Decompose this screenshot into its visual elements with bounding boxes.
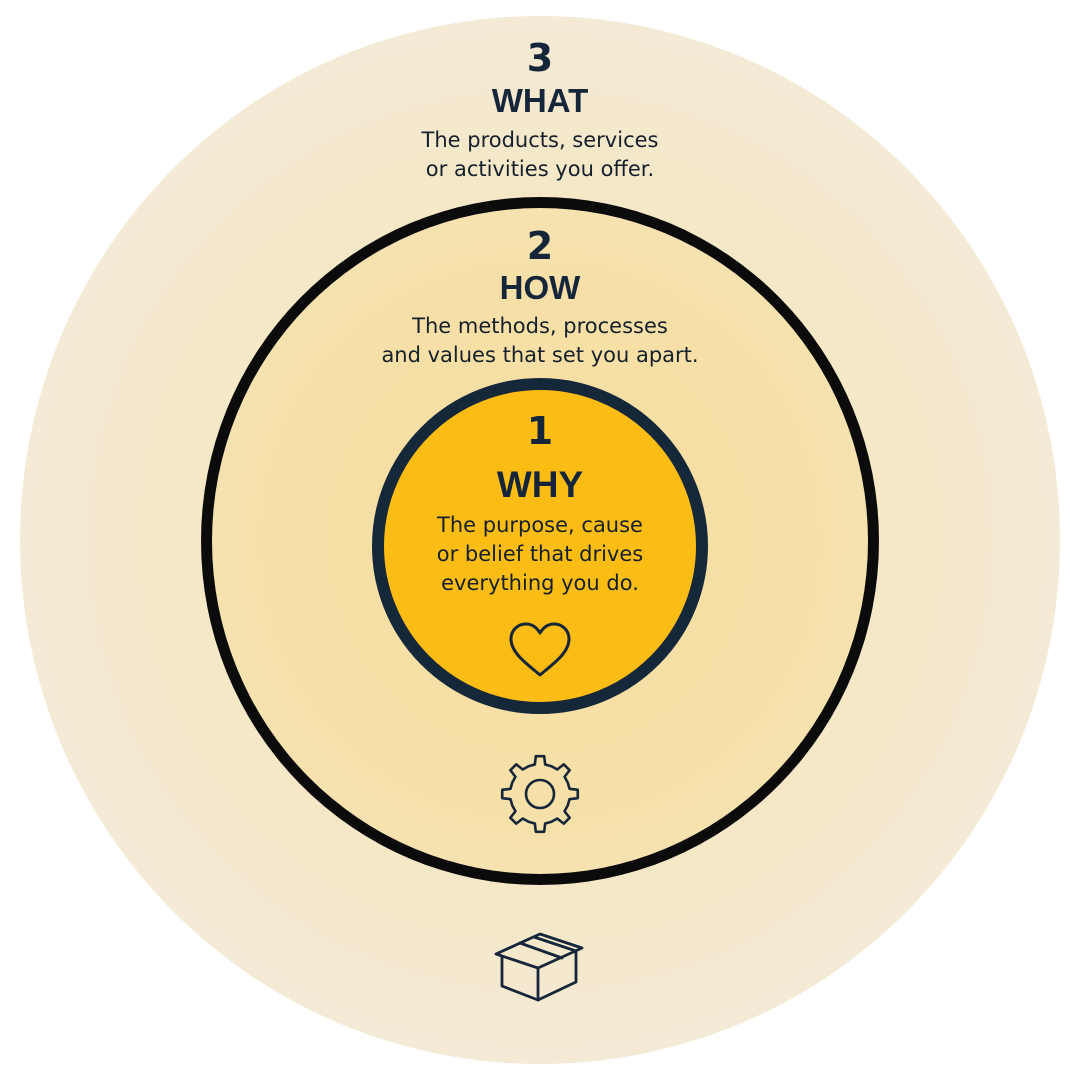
what-number: 3 bbox=[526, 36, 554, 80]
why-title: WHY bbox=[496, 464, 584, 505]
how-description-line-2: and values that set you apart. bbox=[381, 343, 699, 367]
how-number: 2 bbox=[526, 224, 554, 268]
what-description-line-2: or activities you offer. bbox=[425, 157, 655, 181]
why-number: 1 bbox=[526, 409, 554, 453]
box-icon bbox=[494, 932, 584, 1002]
how-description-line-1: The methods, processes bbox=[412, 314, 668, 338]
how-title: HOW bbox=[499, 269, 581, 306]
gear-icon bbox=[500, 754, 580, 834]
why-description-line-2: or belief that drives bbox=[436, 542, 644, 566]
why-description-line-3: everything you do. bbox=[441, 571, 639, 595]
heart-icon bbox=[509, 622, 571, 677]
why-description-line-1: The purpose, cause bbox=[437, 513, 643, 537]
what-description-line-1: The products, services bbox=[421, 128, 659, 152]
what-title: WHAT bbox=[491, 82, 589, 119]
